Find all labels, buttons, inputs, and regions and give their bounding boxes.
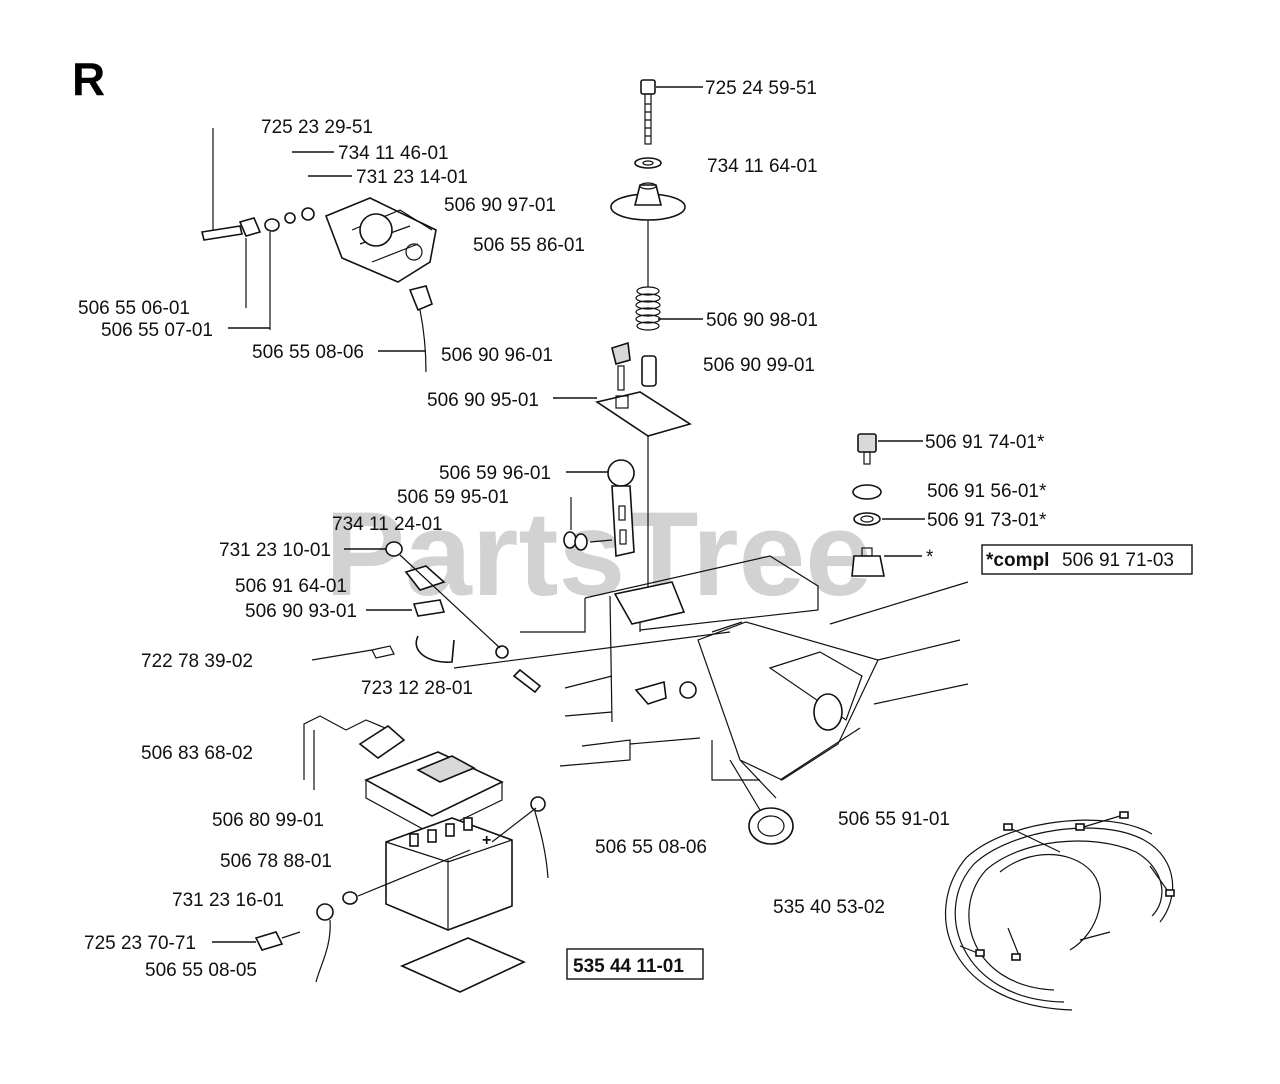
label-kit-prefix: *compl (986, 550, 1049, 571)
label-kit-number[interactable]: 506 91 71-03 (1062, 550, 1174, 571)
leader-lines (212, 86, 925, 943)
label-switch-washer[interactable]: 734 11 46-01 (338, 143, 449, 164)
label-cable-c[interactable]: 506 55 08-06 (595, 837, 707, 858)
label-plate[interactable]: 506 90 95-01 (427, 390, 539, 411)
label-switch-nut[interactable]: 731 23 14-01 (356, 167, 468, 188)
label-cable-a[interactable]: 506 55 08-06 (252, 342, 364, 363)
label-washer-top[interactable]: 734 11 64-01 (707, 156, 818, 177)
label-shaft[interactable]: 506 55 86-01 (473, 235, 585, 256)
label-grommet[interactable]: 506 55 91-01 (838, 809, 950, 830)
ignition-group (851, 433, 885, 577)
lever-group (563, 459, 635, 557)
label-switch-bolt[interactable]: 725 23 29-51 (261, 117, 373, 138)
kit-box (981, 544, 1193, 575)
label-sleeve[interactable]: 506 90 99-01 (703, 355, 815, 376)
label-ignition-switch[interactable]: * (926, 547, 934, 568)
label-spacer-b[interactable]: 506 55 07-01 (101, 320, 213, 341)
chassis (520, 555, 969, 845)
label-lever[interactable]: 506 59 95-01 (397, 487, 509, 508)
wiring-harness (945, 811, 1175, 1011)
battery-group: + (254, 715, 549, 993)
switch-group (201, 128, 437, 373)
label-seat-cup[interactable]: 506 90 97-01 (444, 195, 556, 216)
watermark: PartsTree (325, 487, 872, 621)
label-spacer-a[interactable]: 506 55 06-01 (78, 298, 190, 319)
part-labels: 725 24 59-51 734 11 64-01 506 90 97-01 5… (78, 78, 1174, 981)
label-nut[interactable]: 731 23 10-01 (219, 540, 331, 561)
label-knob[interactable]: 506 59 96-01 (439, 463, 551, 484)
label-rivet-pin[interactable]: 722 78 39-02 (141, 651, 253, 672)
label-ring-nut[interactable]: 506 91 73-01* (927, 510, 1047, 531)
label-battery-strap[interactable]: 506 83 68-02 (141, 743, 253, 764)
label-harness[interactable]: 535 40 53-02 (773, 897, 885, 918)
label-clip[interactable]: 506 90 93-01 (245, 601, 357, 622)
label-key[interactable]: 506 91 74-01* (925, 432, 1045, 453)
label-battery-cover[interactable]: 506 80 99-01 (212, 810, 324, 831)
assembly-box (566, 948, 704, 980)
bracket-hardware (311, 541, 731, 694)
svg-text:+: + (482, 832, 491, 849)
label-battery-bolt[interactable]: 725 23 70-71 (84, 933, 196, 954)
label-assembly[interactable]: 535 44 11-01 (573, 956, 684, 977)
label-battery-nut[interactable]: 731 23 16-01 (172, 890, 284, 911)
label-bracket-small[interactable]: 506 91 64-01 (235, 576, 347, 597)
label-bolt-mid[interactable]: 723 12 28-01 (361, 678, 473, 699)
section-letter: R (72, 53, 105, 105)
label-connector[interactable]: 506 90 96-01 (441, 345, 553, 366)
shaft-stack (595, 79, 692, 590)
label-nut-small[interactable]: 734 11 24-01 (332, 514, 443, 535)
label-bezel[interactable]: 506 91 56-01* (927, 481, 1047, 502)
label-battery[interactable]: 506 78 88-01 (220, 851, 332, 872)
label-bolt-top[interactable]: 725 24 59-51 (705, 78, 817, 99)
label-spring[interactable]: 506 90 98-01 (706, 310, 818, 331)
label-cable-b[interactable]: 506 55 08-05 (145, 960, 257, 981)
